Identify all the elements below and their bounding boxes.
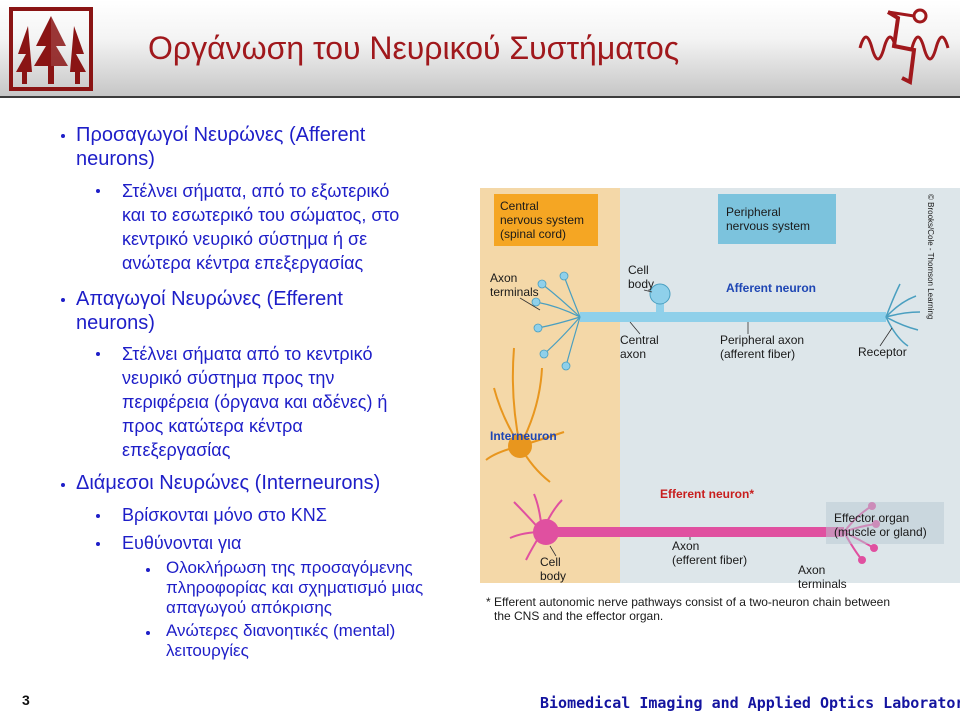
efferent-axon bbox=[554, 527, 844, 537]
cell-body-line2: body bbox=[628, 277, 654, 291]
efferent-detail-line4: προς κατώτερα κέντρα bbox=[122, 416, 303, 436]
afferent-neuron-label: Afferent neuron bbox=[726, 281, 816, 295]
interneurons-item2: Ευθύνονται για bbox=[122, 533, 242, 553]
afferent-detail-line1: Στέλνει σήματα, από το εξωτερικό bbox=[122, 181, 390, 201]
footnote-line2: the CNS and the effector organ. bbox=[494, 609, 663, 623]
cell-body-lower-line2: body bbox=[540, 569, 566, 583]
interneurons-heading: Διάμεσοι Νευρώνες (Interneurons) bbox=[76, 472, 381, 494]
receptor-label: Receptor bbox=[858, 345, 907, 359]
interneuron bbox=[485, 347, 565, 483]
afferent-heading-line1: Προσαγωγοί Νευρώνες (Afferent bbox=[76, 124, 366, 146]
bullet-afferent-detail bbox=[96, 189, 100, 193]
cns-label-line2: nervous system bbox=[500, 213, 584, 227]
effector-organ-box bbox=[826, 502, 944, 544]
footnote-line1: * Efferent autonomic nerve pathways cons… bbox=[486, 595, 890, 609]
cell-body-line1: Cell bbox=[628, 263, 649, 277]
cns-label-line3: (spinal cord) bbox=[500, 227, 566, 241]
axon-terminals-lower-line1: Axon bbox=[798, 563, 825, 577]
interneurons-sub2-line2: λειτουργίες bbox=[166, 641, 249, 660]
afferent-detail-line4: ανώτερα κέντρα επεξεργασίας bbox=[122, 253, 364, 273]
copyright-text: © Brooks/Cole - Thomson Learning bbox=[926, 194, 935, 319]
lab-logo bbox=[858, 8, 950, 86]
pns-label-box bbox=[718, 194, 836, 244]
efferent-detail-line3: περιφέρεια (όργανα και αδένες) ή bbox=[122, 392, 388, 412]
afferent-cell-body bbox=[649, 283, 671, 305]
cns-label-box bbox=[494, 194, 598, 246]
effector-organ-line2: (muscle or gland) bbox=[834, 525, 927, 539]
pns-label-line1: Peripheral bbox=[726, 205, 781, 219]
afferent-detail-line2: και το εσωτερικό του σώματος, στο bbox=[122, 205, 400, 225]
central-axon-line1: Central bbox=[620, 333, 659, 347]
interneurons-item1: Βρίσκονται μόνο στο ΚΝΣ bbox=[122, 505, 327, 525]
peripheral-axon-line1: Peripheral axon bbox=[720, 333, 804, 347]
efferent-detail-line1: Στέλνει σήματα από το κεντρικό bbox=[122, 344, 373, 364]
bullet-interneurons bbox=[61, 483, 65, 487]
interneurons-sub1-line1: Ολοκλήρωση της προσαγόμενης bbox=[166, 558, 413, 577]
footer-lab-name: Biomedical Imaging and Applied Optics La… bbox=[540, 694, 960, 712]
efferent-cell-body bbox=[533, 519, 559, 545]
interneurons-sub2-line1: Ανώτερες διανοητικές (mental) bbox=[166, 621, 396, 640]
axon-efferent-line1: Axon bbox=[672, 539, 699, 553]
pns-label-line2: nervous system bbox=[726, 219, 810, 233]
axon-efferent-line2: (efferent fiber) bbox=[672, 553, 747, 567]
peripheral-axon-line2: (afferent fiber) bbox=[720, 347, 795, 361]
afferent-heading-line2: neurons) bbox=[76, 148, 155, 170]
interneurons-sub1-line3: απαγωγού απόκρισης bbox=[166, 598, 332, 617]
efferent-detail-line5: επεξεργασίας bbox=[122, 440, 231, 460]
afferent-neuron bbox=[531, 271, 921, 371]
axon-terminals-line1: Axon bbox=[490, 271, 517, 285]
interneuron-cell-body bbox=[508, 434, 532, 458]
bullet-efferent bbox=[61, 298, 65, 302]
afferent-axon bbox=[580, 312, 886, 322]
efferent-detail-line2: νευρικό σύστημα προς την bbox=[122, 368, 335, 388]
bullet-efferent-detail bbox=[96, 352, 100, 356]
axon-terminals-line2: terminals bbox=[490, 285, 539, 299]
efferent-neuron-label: Efferent neuron* bbox=[660, 487, 754, 501]
interneurons-sub1-line2: πληροφορίας και σχηματισμό μιας bbox=[166, 578, 424, 597]
cns-label-line1: Central bbox=[500, 199, 539, 213]
page-number: 3 bbox=[22, 692, 30, 708]
bullet-interneurons-sub2 bbox=[146, 631, 150, 635]
efferent-heading-line1: Απαγωγοί Νευρώνες (Efferent bbox=[76, 288, 343, 310]
slide-header: Οργάνωση του Νευρικού Συστήματος bbox=[0, 0, 960, 98]
central-axon-line2: axon bbox=[620, 347, 646, 361]
efferent-heading-line2: neurons) bbox=[76, 312, 155, 334]
interneuron-label: Interneuron bbox=[490, 429, 557, 443]
bullet-interneurons-item1 bbox=[96, 514, 100, 518]
axon-terminals-lower-line2: terminals bbox=[798, 577, 847, 591]
afferent-detail-line3: κεντρικό νευρικό σύστημα ή σε bbox=[122, 229, 368, 249]
slide-title: Οργάνωση του Νευρικού Συστήματος bbox=[148, 30, 680, 66]
neuron-diagram: Central nervous system (spinal cord) Per… bbox=[480, 188, 960, 623]
bullet-interneurons-sub1 bbox=[146, 568, 150, 572]
effector-organ-line1: Effector organ bbox=[834, 511, 909, 525]
cell-body-lower-line1: Cell bbox=[540, 555, 561, 569]
bullet-interneurons-item2 bbox=[96, 542, 100, 546]
university-logo bbox=[9, 7, 93, 91]
bullet-afferent bbox=[61, 134, 65, 138]
